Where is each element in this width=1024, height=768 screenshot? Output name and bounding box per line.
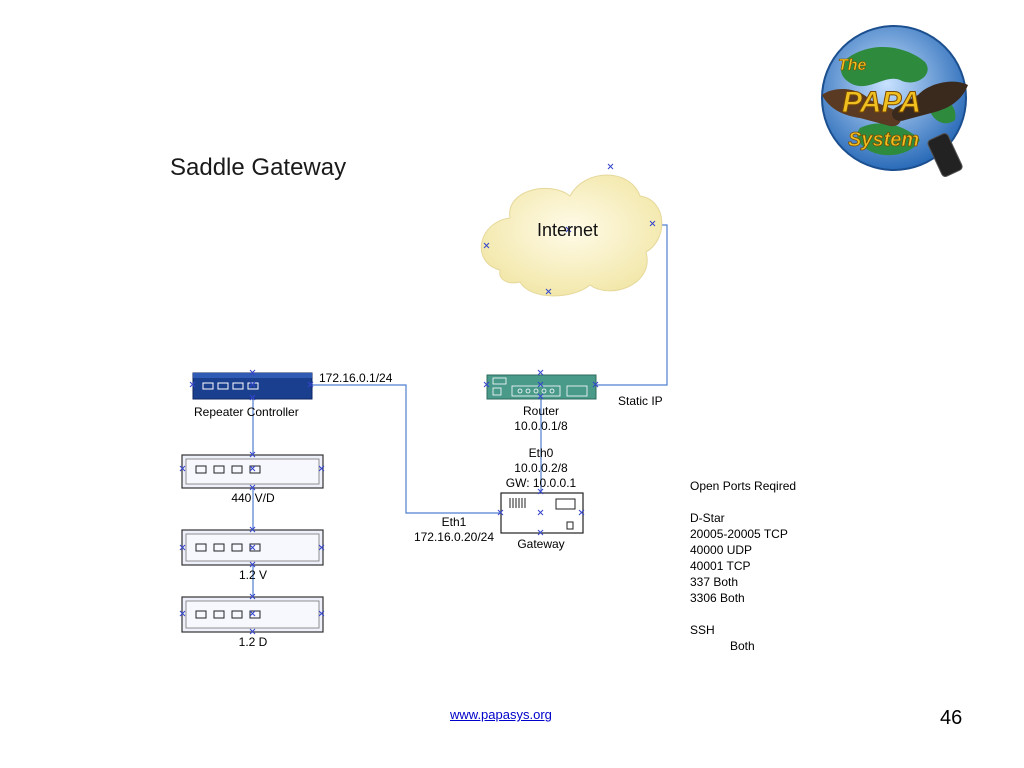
connection-point-markers [179,163,656,635]
unit-12d-label: 1.2 D [238,635,268,649]
repeater-controller-label: Repeater Controller [194,405,299,419]
eth0-label: Eth0 [528,446,554,460]
slide-title: Saddle Gateway [170,154,347,181]
dstar-heading: D-Star [690,511,725,525]
dstar-port-item: 20005-20005 TCP [690,527,788,541]
gateway-label: Gateway [517,537,565,551]
logo-system-text: System [848,129,919,151]
ssh-value: Both [730,639,755,653]
eth0-ip-label: 10.0.0.2/8 [514,461,568,475]
unit-440-label: 440 V/D [231,491,275,505]
rc-ip-label: 172.16.0.1/24 [319,371,393,385]
logo-the-text: The [838,57,867,74]
internet-cloud [480,174,663,297]
eth0-gw-label: GW: 10.0.0.1 [505,476,577,490]
dstar-port-item: 3306 Both [690,591,745,605]
radio-unit-12d [181,596,324,633]
open-ports-heading: Open Ports Reqired [690,479,797,493]
radio-unit-440 [181,454,324,489]
ssh-heading: SSH [690,623,715,637]
papa-system-logo: The PAPA System [821,25,968,177]
repeater-controller-device [192,372,313,400]
eth1-label: Eth1 [441,515,467,529]
eth1-ip-label: 172.16.0.20/24 [413,530,495,544]
page-number: 46 [940,707,963,729]
dstar-port-item: 337 Both [690,575,739,589]
static-ip-label: Static IP [618,394,663,408]
footer-website-link[interactable]: www.papasys.org [450,707,552,722]
internet-label: Internet [537,220,599,240]
dstar-port-item: 40001 TCP [690,559,751,573]
link-rc-to-gateway [253,384,540,514]
unit-12v-label: 1.2 V [238,568,268,582]
router-ip-label: 10.0.0.1/8 [514,419,568,433]
open-ports-list: Open Ports Reqired D-Star 20005-20005 TC… [690,478,796,654]
logo-papa-text: PAPA [842,86,921,119]
gateway-device [500,492,584,534]
router-label: Router [522,404,560,418]
dstar-port-item: 40000 UDP [690,543,753,557]
